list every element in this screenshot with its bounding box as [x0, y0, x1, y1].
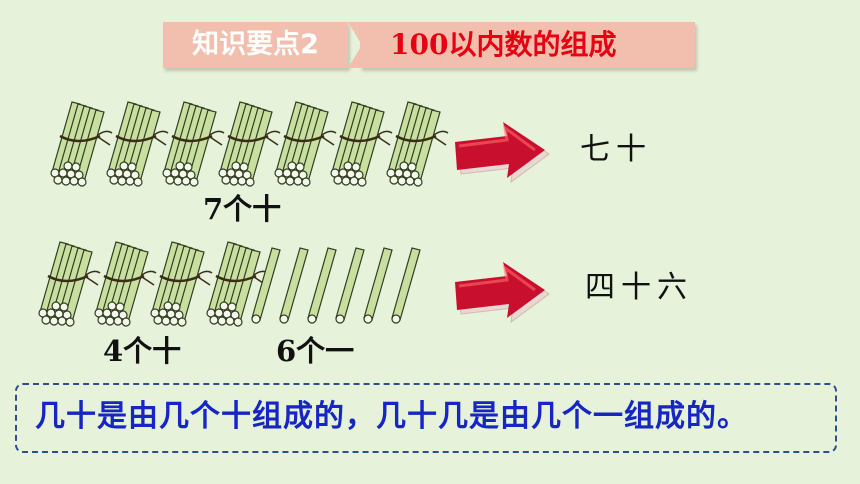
row1-result: 七十 [580, 132, 652, 167]
stick-bundle [161, 100, 226, 188]
row2-sticks [37, 240, 421, 328]
section-tag-label: 知识要点2 [192, 29, 319, 60]
summary-box: 几十是由几个十组成的，几十几是由几个一组成的。 [15, 383, 837, 453]
stick-bundle [37, 240, 102, 328]
row2-single-label: 6个一 [276, 334, 355, 368]
row1-bundle-label: 7个十 [203, 192, 282, 226]
stick-bundle [217, 100, 282, 188]
single-stick [363, 247, 393, 324]
section-title: 100以内数的组成 [390, 28, 617, 61]
single-stick [307, 247, 337, 324]
row2-result: 四十六 [585, 270, 693, 305]
section-tag: 知识要点2 [163, 22, 348, 68]
stick-bundle [93, 240, 158, 328]
stick-bundle [329, 100, 394, 188]
stick-bundle [273, 100, 338, 188]
row1-sticks [49, 100, 450, 188]
summary-text: 几十是由几个十组成的，几十几是由几个一组成的。 [35, 399, 748, 434]
stick-bundle [105, 100, 170, 188]
arrow-right-icon [453, 120, 551, 184]
row2-bundle-label: 4个十 [103, 334, 182, 368]
single-stick [335, 247, 365, 324]
section-title-bar: 100以内数的组成 [360, 22, 695, 68]
single-stick [279, 247, 309, 324]
stick-bundle [385, 100, 450, 188]
single-stick [391, 247, 421, 324]
stick-bundle [149, 240, 214, 328]
arrow-right-icon [453, 260, 551, 324]
stick-bundle [49, 100, 114, 188]
